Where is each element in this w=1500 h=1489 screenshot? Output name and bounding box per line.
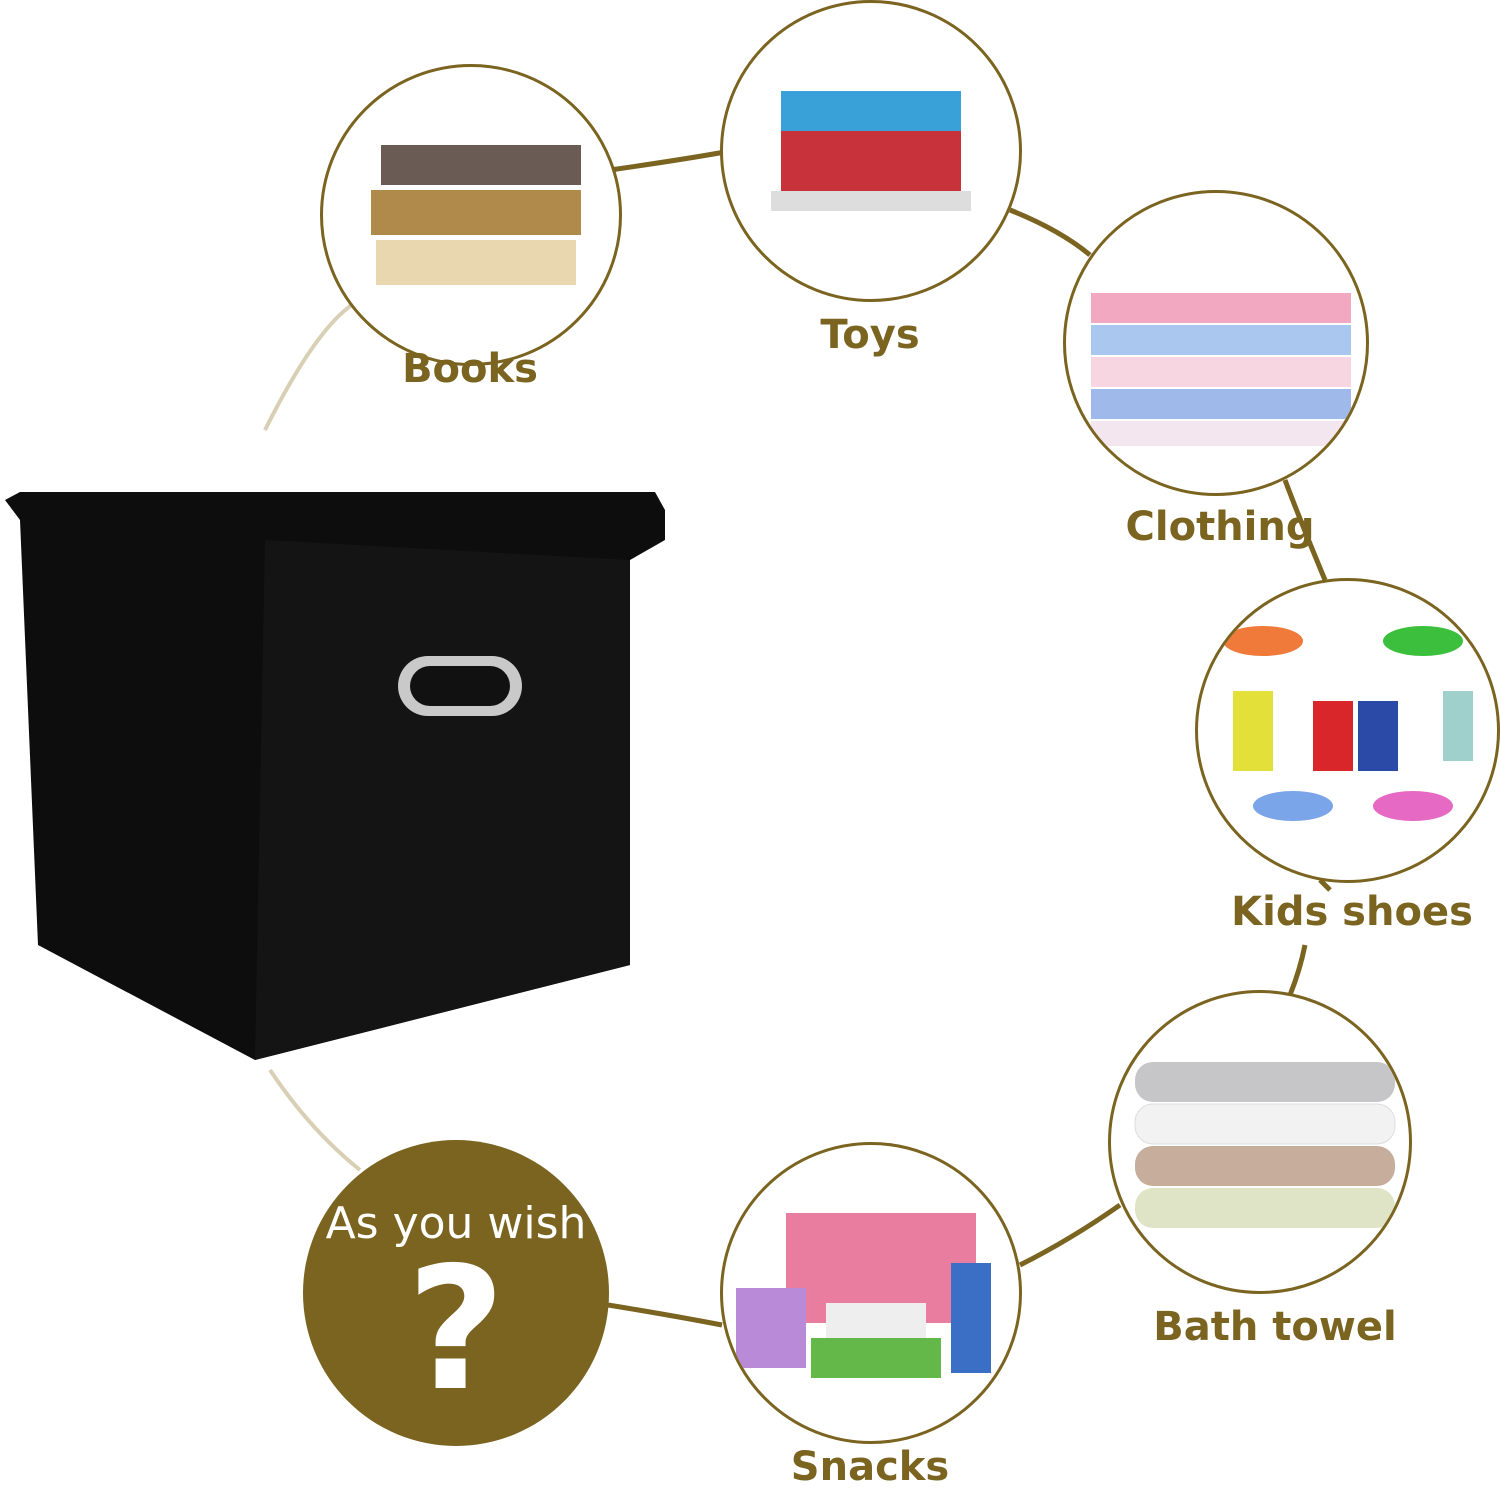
label-bath-towel: Bath towel (1153, 1304, 1397, 1350)
clothing-photo (1063, 190, 1369, 496)
snacks-photo (720, 1142, 1022, 1444)
books-photo (320, 64, 622, 366)
as-you-wish-text: As you wish (325, 1198, 587, 1249)
label-toys: Toys (820, 312, 920, 358)
toys-photo (720, 0, 1022, 302)
question-mark-icon: ? (406, 1231, 506, 1429)
as-you-wish-badge: As you wish ? (303, 1140, 609, 1446)
storage-box-image (5, 492, 665, 1060)
label-kids-shoes: Kids shoes (1231, 889, 1473, 935)
bath-towel-photo (1108, 990, 1412, 1294)
label-books: Books (402, 346, 538, 392)
kids-shoes-photo (1195, 578, 1500, 883)
label-clothing: Clothing (1125, 504, 1315, 550)
label-snacks: Snacks (790, 1444, 950, 1489)
